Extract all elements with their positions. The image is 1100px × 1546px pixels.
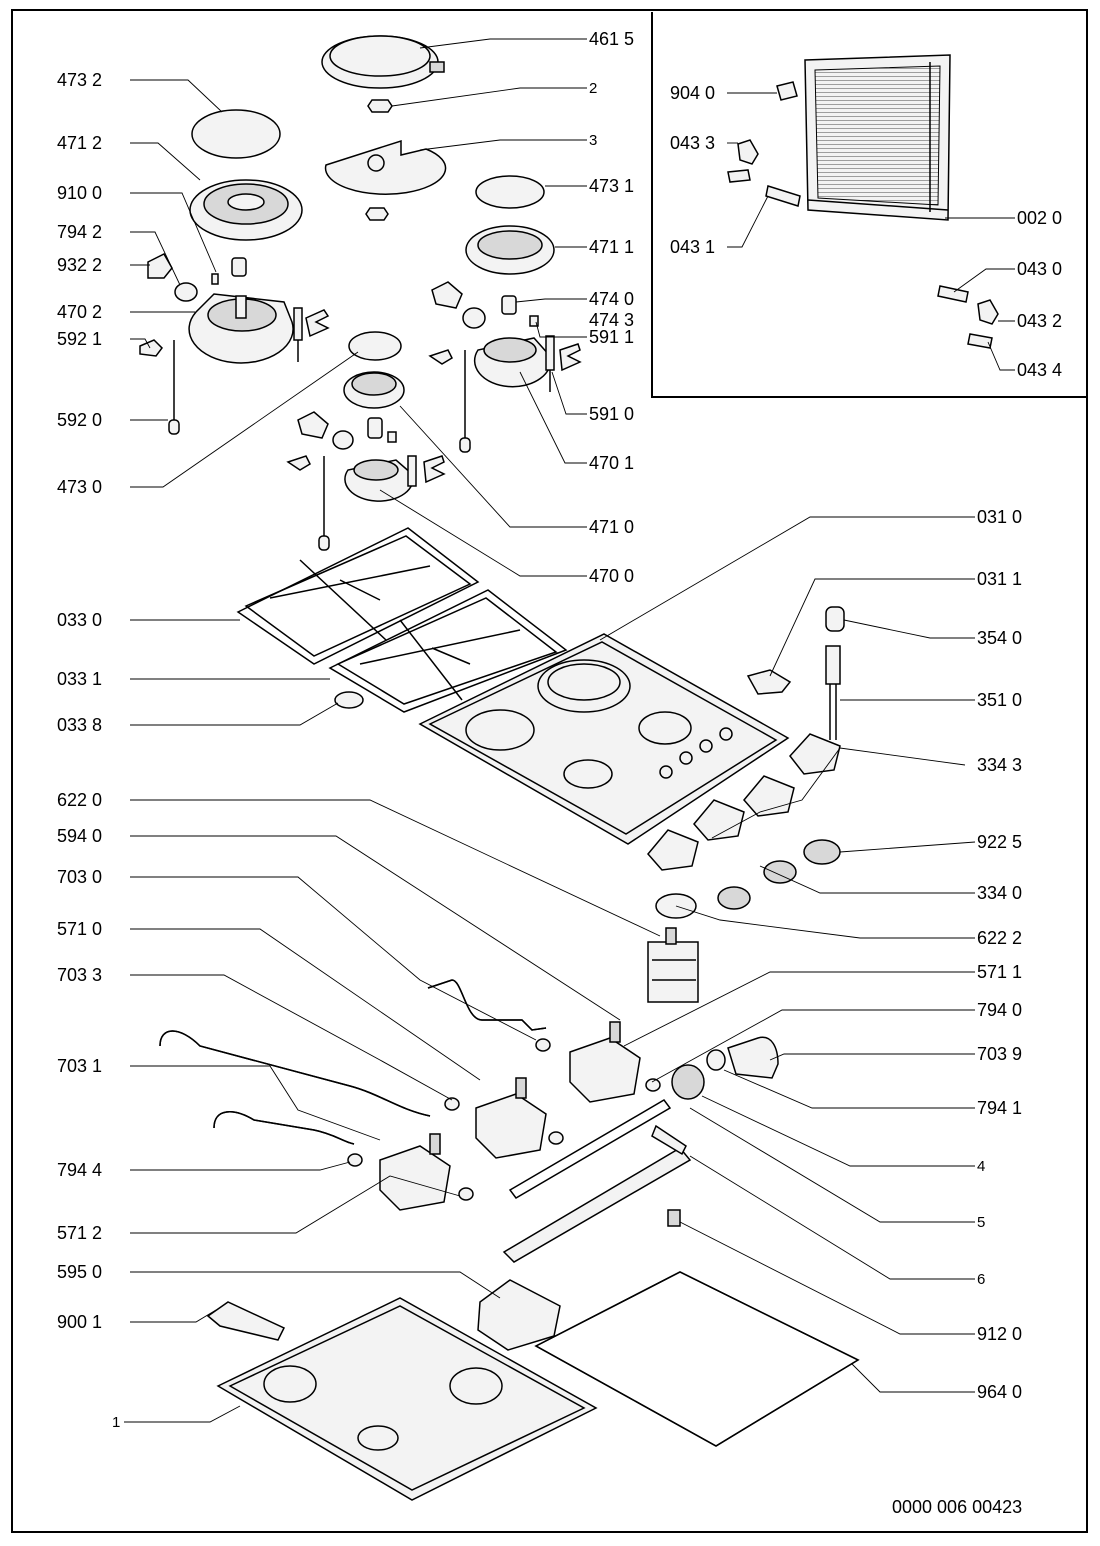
callout-591-1: 591 1 xyxy=(589,327,634,347)
callout-900-1: 900 1 xyxy=(57,1312,102,1332)
callout-592-0: 592 0 xyxy=(57,410,102,430)
callout-473-0: 473 0 xyxy=(57,477,102,497)
callout-5: 5 xyxy=(977,1214,985,1231)
callout-571-1: 571 1 xyxy=(977,962,1022,982)
callout-471-0: 471 0 xyxy=(589,517,634,537)
callout-474-0: 474 0 xyxy=(589,289,634,309)
callout-334-0: 334 0 xyxy=(977,883,1022,903)
burner-cap-large-drawing xyxy=(321,35,447,221)
callout-031-0: 031 0 xyxy=(977,507,1022,527)
callout-904-0: 904 0 xyxy=(670,83,715,103)
callout-470-2: 470 2 xyxy=(57,302,102,322)
callout-622-2: 622 2 xyxy=(977,928,1022,948)
callout-703-9: 703 9 xyxy=(977,1044,1022,1064)
callout-351-0: 351 0 xyxy=(977,690,1022,710)
callout-043-1: 043 1 xyxy=(670,237,715,257)
callout-471-1: 471 1 xyxy=(589,237,634,257)
thermostat-drawing xyxy=(647,927,699,1003)
callout-703-0: 703 0 xyxy=(57,867,102,887)
hob-top-plate-drawing xyxy=(418,633,792,845)
callout-043-0: 043 0 xyxy=(1017,259,1062,279)
callout-labels: 461 5 2 3 473 2 471 2 910 0 794 2 932 2 … xyxy=(57,29,1062,1517)
callout-4: 4 xyxy=(977,1158,985,1175)
callout-473-1: 473 1 xyxy=(589,176,634,196)
callout-794-2: 794 2 xyxy=(57,222,102,242)
callout-473-2: 473 2 xyxy=(57,70,102,90)
callout-794-1: 794 1 xyxy=(977,1098,1022,1118)
callout-033-0: 033 0 xyxy=(57,610,102,630)
glass-lid-drawing xyxy=(727,54,999,349)
callout-461-5: 461 5 xyxy=(589,29,634,49)
callout-334-3: 334 3 xyxy=(977,755,1022,775)
callout-033-8: 033 8 xyxy=(57,715,102,735)
callout-571-0: 571 0 xyxy=(57,919,102,939)
control-knobs-drawing xyxy=(647,733,841,919)
pan-support-grates-drawing xyxy=(236,527,568,713)
callout-2: 2 xyxy=(589,80,597,97)
callout-595-0: 595 0 xyxy=(57,1262,102,1282)
callout-571-2: 571 2 xyxy=(57,1223,102,1243)
callout-043-3: 043 3 xyxy=(670,133,715,153)
callout-591-0: 591 0 xyxy=(589,404,634,424)
ignition-rail-drawing xyxy=(502,1099,692,1263)
callout-964-0: 964 0 xyxy=(977,1382,1022,1402)
callout-470-0: 470 0 xyxy=(589,566,634,586)
callout-703-1: 703 1 xyxy=(57,1056,102,1076)
callout-922-5: 922 5 xyxy=(977,832,1022,852)
callout-3: 3 xyxy=(589,132,597,149)
left-burner-drawing xyxy=(139,109,330,435)
callout-910-0: 910 0 xyxy=(57,183,102,203)
callout-592-1: 592 1 xyxy=(57,329,102,349)
knob-spindle-drawing xyxy=(825,606,845,740)
callout-932-2: 932 2 xyxy=(57,255,102,275)
callout-043-2: 043 2 xyxy=(1017,311,1062,331)
callout-033-1: 033 1 xyxy=(57,669,102,689)
callout-043-4: 043 4 xyxy=(1017,360,1062,380)
bottom-tray-drawing xyxy=(216,1271,860,1501)
callout-594-0: 594 0 xyxy=(57,826,102,846)
callout-031-1: 031 1 xyxy=(977,569,1022,589)
outer-frame xyxy=(11,9,1088,1533)
callout-354-0: 354 0 xyxy=(977,628,1022,648)
callout-794-0: 794 0 xyxy=(977,1000,1022,1020)
callout-6: 6 xyxy=(977,1271,985,1288)
callout-471-2: 471 2 xyxy=(57,133,102,153)
gas-taps-drawing xyxy=(347,1021,661,1211)
inset-frame xyxy=(651,12,1087,398)
gas-pipes-drawing xyxy=(159,979,547,1145)
callout-622-0: 622 0 xyxy=(57,790,102,810)
callout-470-1: 470 1 xyxy=(589,453,634,473)
leader-lines xyxy=(124,38,1015,1423)
middle-burner-drawing xyxy=(286,331,446,551)
callout-1: 1 xyxy=(112,1414,120,1431)
callout-002-0: 002 0 xyxy=(1017,208,1062,228)
callout-794-4: 794 4 xyxy=(57,1160,102,1180)
document-number: 0000 006 00423 xyxy=(892,1497,1022,1517)
callout-703-3: 703 3 xyxy=(57,965,102,985)
callout-912-0: 912 0 xyxy=(977,1324,1022,1344)
inlet-connector-drawing xyxy=(671,1036,779,1100)
callout-474-3: 474 3 xyxy=(589,310,634,330)
right-burner-drawing xyxy=(428,175,582,453)
